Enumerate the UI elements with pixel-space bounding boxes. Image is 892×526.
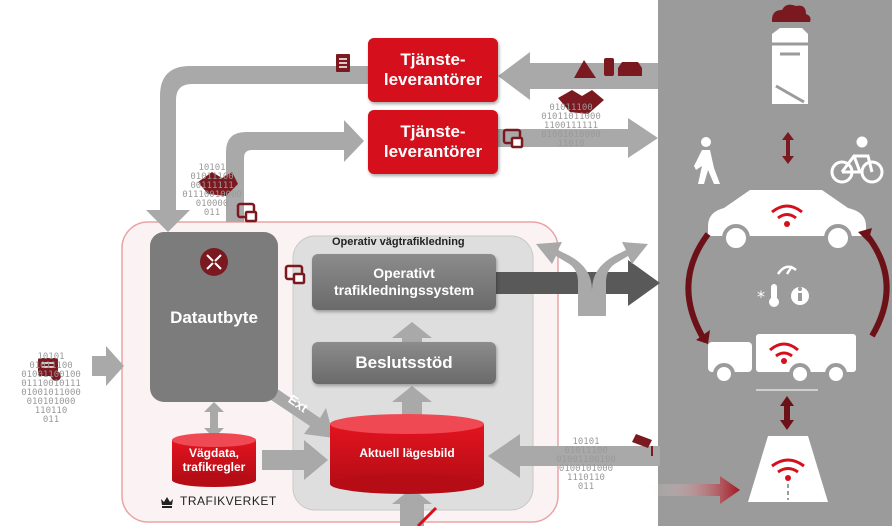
bottom-input-arrow <box>392 488 432 526</box>
gauge-icon <box>776 265 797 275</box>
certificate-icon <box>38 358 61 381</box>
device-icon-system <box>284 264 306 285</box>
updown-arrow-top <box>782 132 794 164</box>
exchange-icon <box>200 248 228 276</box>
bottom-red-stroke <box>416 506 438 526</box>
updown-arrow-bottom <box>780 396 794 430</box>
feedback-loop-arrow <box>146 66 370 232</box>
datautbyte-to-provider-arrow <box>226 120 364 222</box>
pedestrian-icon <box>694 137 720 184</box>
data-exchange-label: Datautbyte <box>170 308 258 327</box>
crown-icon <box>161 497 173 508</box>
current-situation-label: Aktuell lägesbild <box>359 446 455 460</box>
svg-text:*: * <box>757 287 765 306</box>
truck-icon <box>708 334 856 385</box>
road-input-arrow <box>648 476 740 504</box>
roaddata-cylinder <box>172 433 256 487</box>
logo-text: TRAFIKVERKET <box>180 494 277 508</box>
datautbyte-box-shape <box>150 232 278 402</box>
service-providers-mid[interactable]: Tjänste-leverantörer <box>368 110 498 174</box>
handshake-icon-left <box>198 172 238 196</box>
situation-to-decision-arrow <box>392 386 432 416</box>
panel-to-situation-arrow <box>488 434 660 478</box>
service-providers-top[interactable]: Tjänste-leverantörer <box>368 38 498 102</box>
situation-cylinder <box>330 414 484 494</box>
datautbyte-roaddata-arrow <box>204 402 224 438</box>
cycle-arrowhead-right <box>858 228 872 242</box>
cycle-arrowhead-left <box>696 330 710 344</box>
fork-arrow <box>536 242 648 316</box>
handshake-icon-top <box>558 90 604 114</box>
provider-to-panel-arrow <box>498 118 658 158</box>
weather-info-icon: * <box>757 284 809 307</box>
operations-group-title: Operativ vägtrafikledning <box>332 236 465 248</box>
road-data-label: Vägdata,trafikregler <box>182 446 246 474</box>
roaddata-to-situation-arrow <box>262 440 328 480</box>
cyclist-icon <box>830 136 884 184</box>
connected-car-icon <box>708 190 866 252</box>
cloud-server-icon <box>772 4 811 104</box>
v2x-cycle-arrows <box>685 232 890 338</box>
ext-arrow <box>268 388 334 438</box>
device-icon-mid <box>502 128 524 149</box>
decision-support-box[interactable]: Beslutsstöd <box>312 342 496 384</box>
smart-road-icon <box>748 436 828 502</box>
input-arrow <box>92 346 124 386</box>
document-icon <box>336 54 350 72</box>
road-car-phone-icon <box>574 58 642 78</box>
camera-icon <box>632 434 653 456</box>
trafikverket-logo: TRAFIKVERKET <box>158 492 277 510</box>
device-icon-left <box>236 202 258 223</box>
